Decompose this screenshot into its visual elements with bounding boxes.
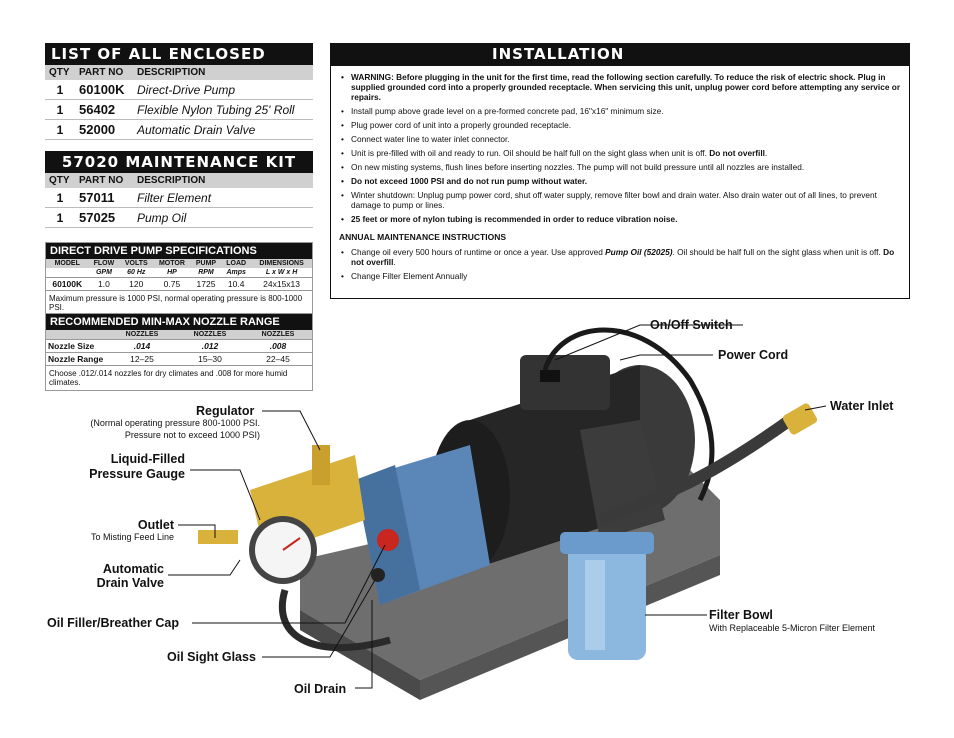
leader-outlet: [178, 524, 216, 538]
col-part: PART NO: [75, 65, 133, 80]
brass-manifold: [250, 455, 365, 555]
base-plate: [300, 470, 720, 680]
col-qty: QTY: [45, 173, 75, 188]
maintenance-kit-title: 57020 MAINTENANCE KIT: [45, 151, 313, 173]
col-qty: QTY: [45, 65, 75, 80]
parts-table: QTY PART NO DESCRIPTION 1 60100K Direct-…: [45, 65, 313, 140]
label-regulator: Regulator: [196, 404, 255, 418]
nozzle-note: Choose .012/.014 nozzles for dry climate…: [46, 365, 312, 390]
outlet-fitting: [198, 530, 238, 544]
filter-bowl-highlight: [585, 560, 605, 650]
motor-front: [430, 420, 510, 570]
table-row: 1 57011 Filter Element: [45, 188, 313, 208]
maintenance-section-title: ANNUAL MAINTENANCE INSTRUCTIONS: [339, 232, 507, 242]
label-water-inlet: Water Inlet: [830, 399, 894, 413]
label-oil-filler: Oil Filler/Breather Cap: [47, 616, 179, 630]
installation-box: WARNING: Before plugging in the unit for…: [330, 65, 910, 299]
parts-list-title: LIST OF ALL ENCLOSED PARTS: [45, 43, 313, 81]
leader-sight: [262, 579, 376, 658]
kit-table: QTY PART NO DESCRIPTION 1 57011 Filter E…: [45, 173, 313, 228]
list-item: WARNING: Before plugging in the unit for…: [339, 72, 901, 102]
pressure-gauge: [249, 516, 317, 584]
pump-head: [355, 445, 490, 605]
motor-endcap: [585, 365, 695, 515]
label-gauge-1: Liquid-Filled: [110, 452, 185, 466]
col-desc: DESCRIPTION: [133, 65, 313, 80]
drain-tube: [278, 588, 391, 652]
nozzle-title: RECOMMENDED MIN-MAX NOZZLE RANGE: [46, 314, 312, 330]
installation-title: INSTALLATION INSTRUCTIONS: [330, 43, 910, 81]
list-item: Change oil every 500 hours of runtime or…: [339, 247, 901, 267]
table-row: 60100K 1.0 120 0.75 1725 10.4 24x15x13: [46, 277, 312, 290]
leader-gauge: [190, 469, 261, 521]
power-cord: [542, 327, 715, 502]
table-row: 1 57025 Pump Oil: [45, 207, 313, 228]
pressure-gauge-face: [255, 522, 311, 578]
list-item: Install pump above grade level on a pre-…: [339, 106, 901, 116]
filter-note: With Replaceable 5-Micron Filter Element: [709, 623, 876, 633]
label-oil-drain: Oil Drain: [294, 682, 347, 696]
list-item: Change Filter Element Annually: [339, 271, 901, 281]
table-row: Nozzle Size .014 .012 .008: [46, 339, 312, 353]
base-plate-side: [420, 555, 720, 700]
pump-specs-box: DIRECT DRIVE PUMP SPECIFICATIONS MODEL F…: [45, 242, 313, 316]
label-gauge-2: Pressure Gauge: [89, 467, 185, 481]
label-drain-valve-2: Drain Valve: [96, 576, 164, 590]
leader-regulator: [262, 410, 321, 451]
outlet-note: To Misting Feed Line: [90, 532, 174, 542]
oil-sight-glass: [371, 568, 385, 582]
list-item: Unit is pre-filled with oil and ready to…: [339, 148, 901, 158]
specs-note: Maximum pressure is 1000 PSI, normal ope…: [46, 290, 312, 315]
regulator-note-2: Pressure not to exceed 1000 PSI): [124, 430, 260, 440]
nozzle-range-box: RECOMMENDED MIN-MAX NOZZLE RANGE NOZZLES…: [45, 313, 313, 391]
leader-filler: [192, 544, 386, 624]
switch-icon: [540, 370, 560, 382]
regulator-note-1: (Normal operating pressure 800-1000 PSI.: [90, 418, 260, 428]
list-item: Plug power cord of unit into a properly …: [339, 120, 901, 130]
list-item: 25 feet or more of nylon tubing is recom…: [339, 214, 901, 224]
label-on-off-switch: On/Off Switch: [650, 318, 733, 332]
filter-bowl: [568, 545, 646, 660]
col-part: PART NO: [75, 173, 133, 188]
specs-title: DIRECT DRIVE PUMP SPECIFICATIONS: [46, 243, 312, 259]
table-row: 1 56402 Flexible Nylon Tubing 25' Roll: [45, 99, 313, 120]
water-inlet-fitting: [782, 403, 818, 435]
label-outlet: Outlet: [137, 518, 174, 532]
filter-bowl-cap: [560, 532, 654, 554]
oil-filler-cap: [377, 529, 399, 551]
list-item: On new misting systems, flush lines befo…: [339, 162, 901, 172]
leader-water: [804, 405, 827, 411]
label-power-cord: Power Cord: [718, 348, 789, 362]
table-row: 1 60100K Direct-Drive Pump: [45, 80, 313, 100]
pump-head-side: [355, 465, 420, 605]
leader-power: [619, 354, 713, 361]
leader-oil-drain: [355, 600, 373, 689]
gauge-needle: [282, 537, 301, 551]
list-item: Connect water line to water inlet connec…: [339, 134, 901, 144]
col-desc: DESCRIPTION: [133, 173, 313, 188]
table-row: 1 52000 Automatic Drain Valve: [45, 119, 313, 140]
switch-box: [520, 355, 610, 410]
filter-bracket: [580, 420, 665, 540]
label-filter-bowl: Filter Bowl: [709, 608, 773, 622]
list-item: Do not exceed 1000 PSI and do not run pu…: [339, 176, 901, 186]
list-item: Winter shutdown: Unplug pump power cord,…: [339, 190, 901, 210]
label-oil-sight-glass: Oil Sight Glass: [167, 650, 256, 664]
label-drain-valve-1: Automatic: [102, 562, 164, 576]
motor-body: [470, 365, 640, 570]
regulator-valve: [312, 445, 330, 485]
leader-drain-valve: [168, 559, 241, 576]
water-hose: [597, 415, 794, 526]
table-row: Nozzle Range 12–25 15–30 22–45: [46, 352, 312, 365]
